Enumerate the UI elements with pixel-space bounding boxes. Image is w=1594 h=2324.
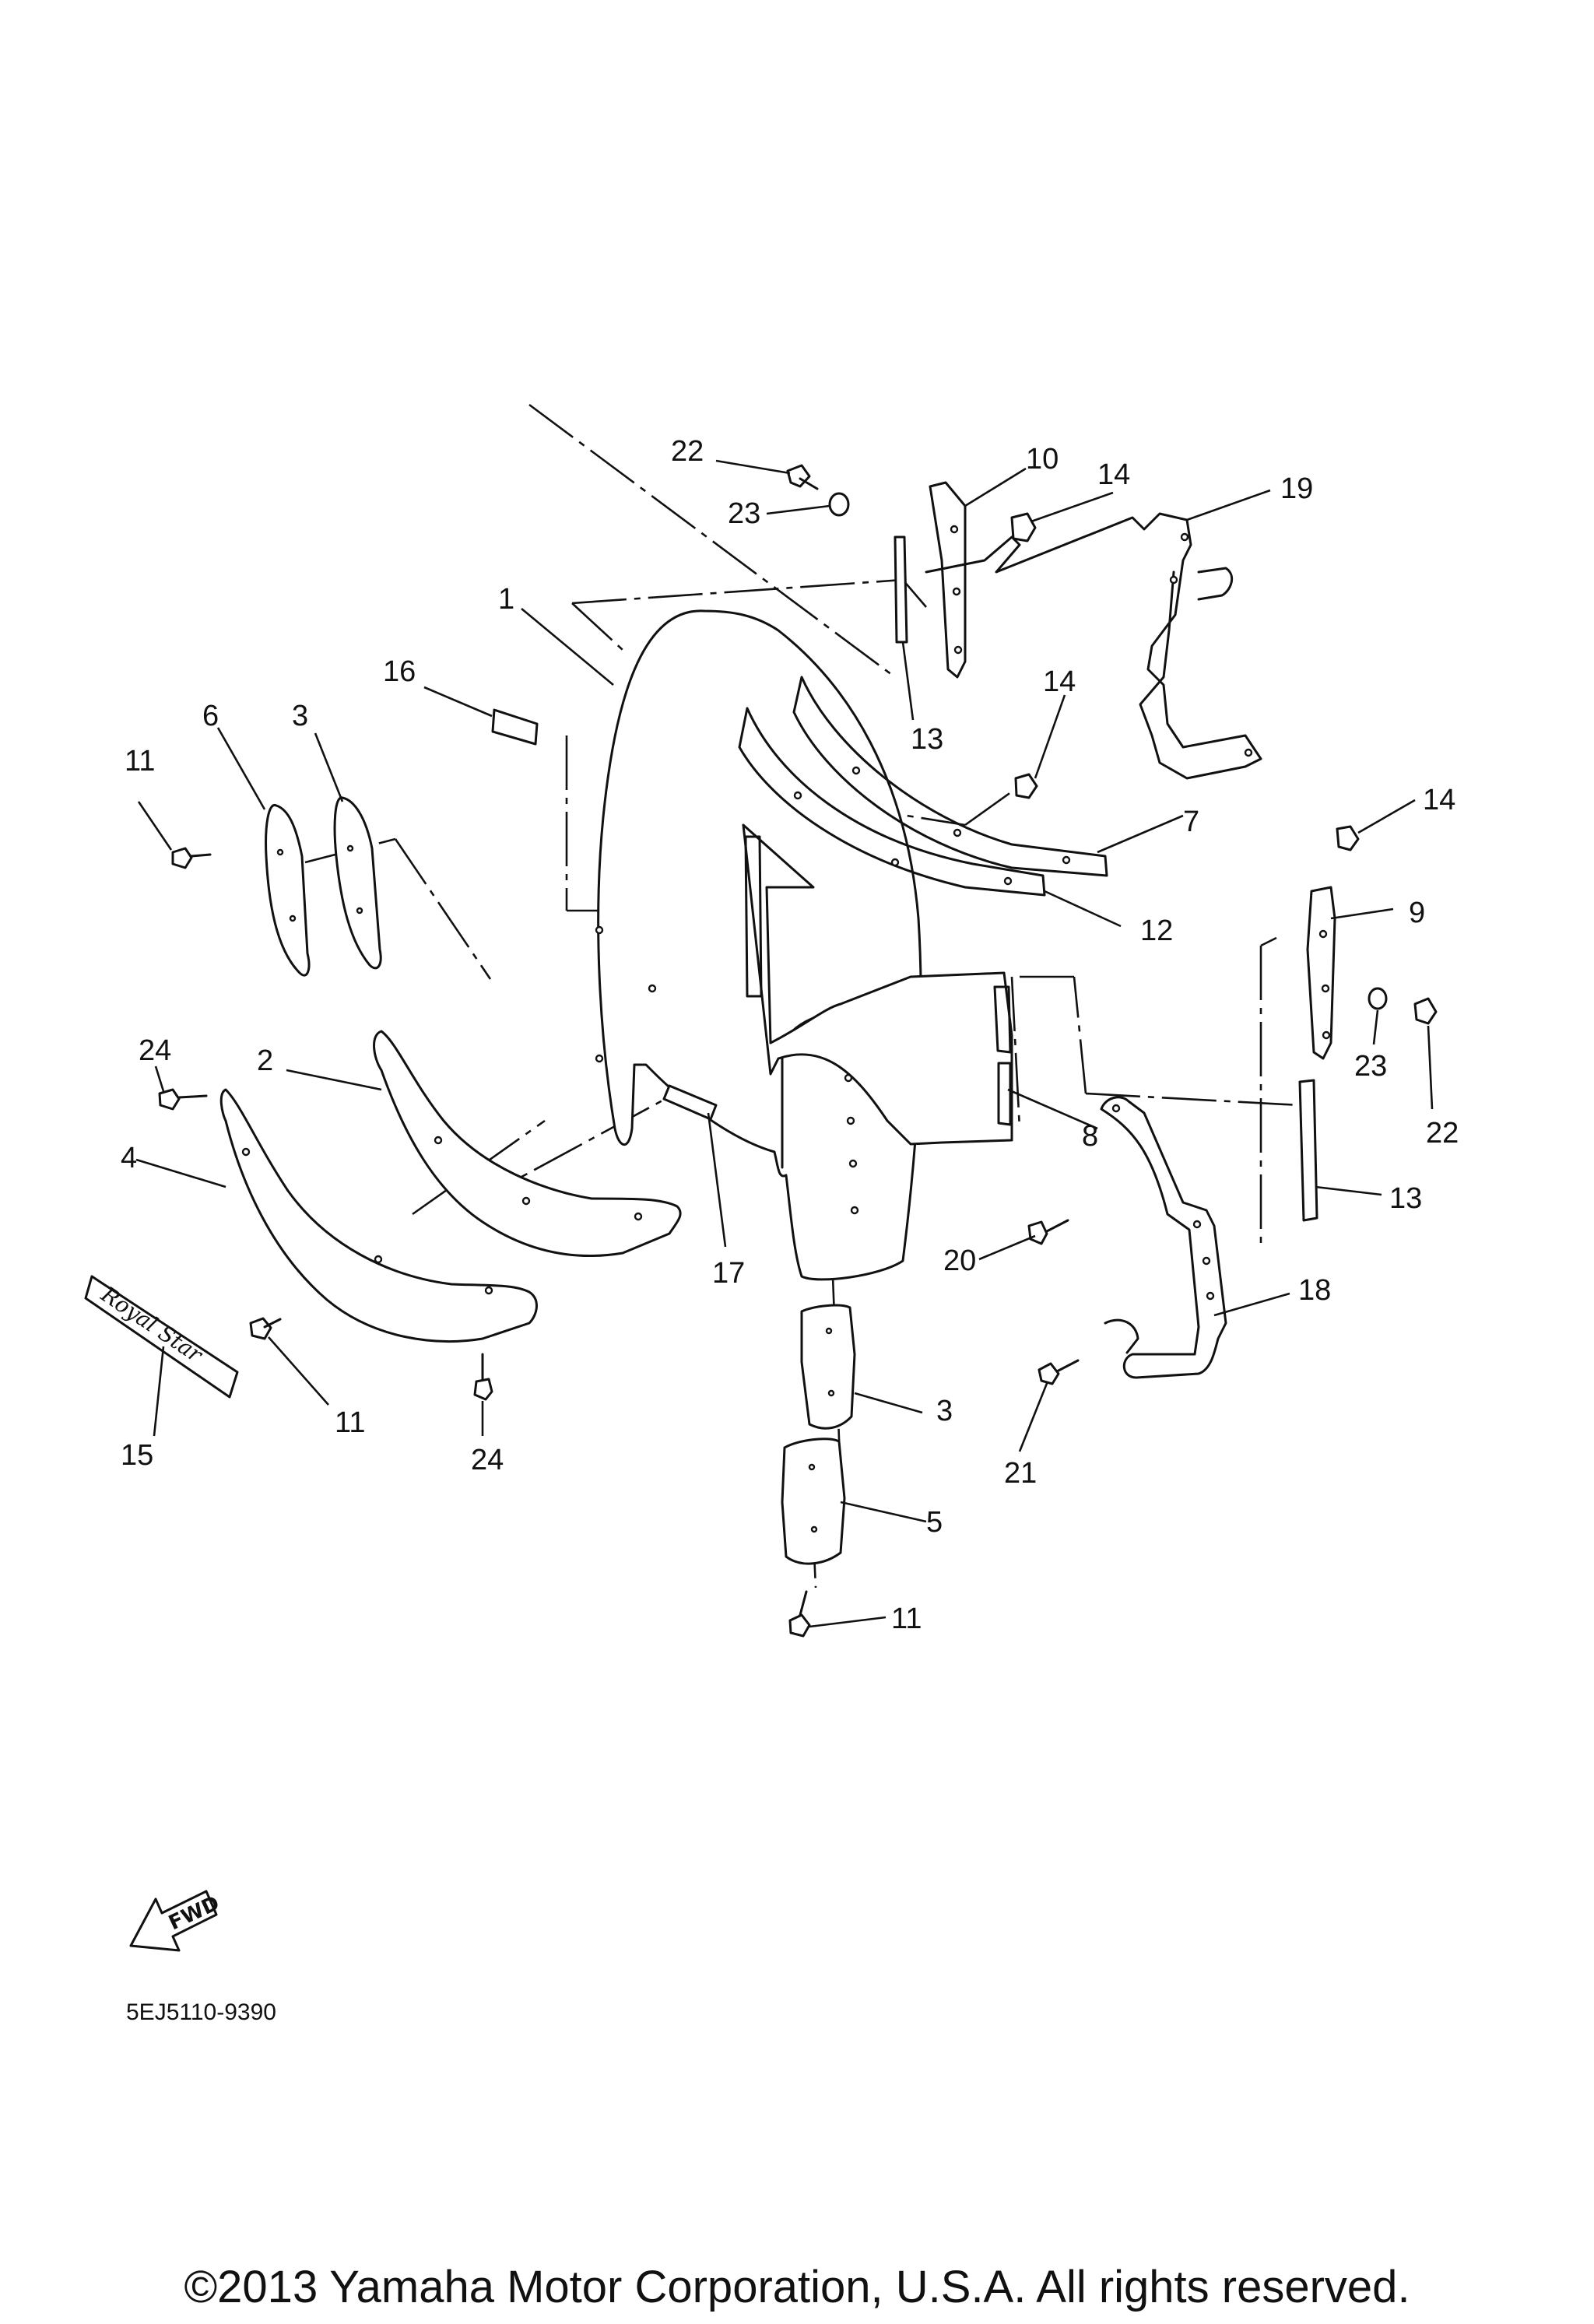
washer-23-top <box>828 492 850 517</box>
bracket-part-9 <box>1306 886 1336 1060</box>
callout-22-right: 22 <box>1426 1117 1459 1150</box>
bolt-21 <box>1038 1362 1060 1385</box>
forward-arrow-icon: FWD <box>129 1890 223 1952</box>
lower-cowl-part-2 <box>373 1030 682 1258</box>
emblem-text: Royal Star <box>96 1281 208 1368</box>
callout-23-right: 23 <box>1354 1050 1387 1083</box>
bolt-22-right <box>1413 997 1438 1025</box>
plate-part-3-upper <box>333 796 382 970</box>
callout-21: 21 <box>1004 1457 1037 1490</box>
callout-5: 5 <box>926 1506 943 1539</box>
nut-14-middle <box>1014 773 1038 799</box>
nut-14-top <box>1010 512 1037 542</box>
callout-15: 15 <box>121 1439 153 1472</box>
screw-11-bottom <box>788 1613 811 1638</box>
callout-3-upper: 3 <box>292 700 308 732</box>
panel-part-8 <box>742 823 1013 1146</box>
callout-6: 6 <box>202 700 219 732</box>
bracket-part-18 <box>1100 1096 1227 1379</box>
callout-1: 1 <box>498 583 514 616</box>
callout-11-bottom: 11 <box>891 1603 922 1635</box>
tag-part-17 <box>662 1084 718 1121</box>
royal-star-emblem-part-15: Royal Star <box>84 1275 239 1399</box>
strip-part-13-lower <box>1298 1079 1318 1222</box>
callout-13-upper: 13 <box>911 723 943 756</box>
screw-24-lower <box>473 1378 493 1401</box>
plate-part-3-lower <box>800 1304 856 1430</box>
callout-20: 20 <box>943 1244 976 1277</box>
callout-9: 9 <box>1409 897 1425 929</box>
callout-14-middle: 14 <box>1043 665 1076 698</box>
callout-11-middle: 11 <box>335 1406 365 1439</box>
bolt-20 <box>1027 1220 1048 1245</box>
screw-11-middle <box>249 1317 272 1340</box>
callout-22-top: 22 <box>671 435 704 468</box>
bracket-part-19 <box>925 512 1262 780</box>
trim-strip-part-7 <box>792 676 1108 877</box>
diagram-code: 5EJ5110-9390 <box>126 1999 276 2025</box>
callout-14-right: 14 <box>1423 784 1455 816</box>
callout-13-lower: 13 <box>1389 1182 1422 1215</box>
washer-23-right <box>1368 987 1388 1010</box>
callout-16: 16 <box>383 655 416 688</box>
leader-lines <box>135 459 1434 1628</box>
trim-strip-part-12 <box>738 707 1046 897</box>
plate-part-6 <box>265 804 311 977</box>
callout-numbers: 1 2 3 3 4 5 6 7 8 9 10 11 11 11 12 13 13… <box>121 435 1459 1635</box>
callout-24-lower: 24 <box>471 1444 504 1476</box>
nut-14-right <box>1336 825 1360 851</box>
callout-7: 7 <box>1183 806 1199 838</box>
plate-part-5 <box>781 1438 846 1565</box>
callout-10: 10 <box>1026 443 1059 476</box>
fasteners <box>158 464 1438 1638</box>
callout-11-upper: 11 <box>125 745 155 778</box>
callout-19: 19 <box>1280 472 1313 505</box>
copyright-notice: ©2013 Yamaha Motor Corporation, U.S.A. A… <box>184 2262 1410 2312</box>
callout-4: 4 <box>121 1142 137 1174</box>
callout-2: 2 <box>257 1044 273 1077</box>
callout-8: 8 <box>1082 1120 1098 1153</box>
lower-cowl-part-4 <box>219 1088 538 1343</box>
strip-part-13-upper <box>894 535 908 644</box>
callout-17: 17 <box>712 1257 745 1290</box>
callout-3-lower: 3 <box>936 1395 953 1427</box>
screw-11-upper-left <box>171 847 193 869</box>
screw-24-upper <box>158 1088 181 1111</box>
callout-18: 18 <box>1298 1274 1331 1307</box>
callout-14-top: 14 <box>1097 458 1130 491</box>
tag-part-16 <box>491 708 539 746</box>
callout-24-upper: 24 <box>139 1034 171 1067</box>
callout-23-top: 23 <box>728 497 760 530</box>
bracket-part-10 <box>929 481 967 679</box>
callout-12: 12 <box>1140 915 1173 947</box>
